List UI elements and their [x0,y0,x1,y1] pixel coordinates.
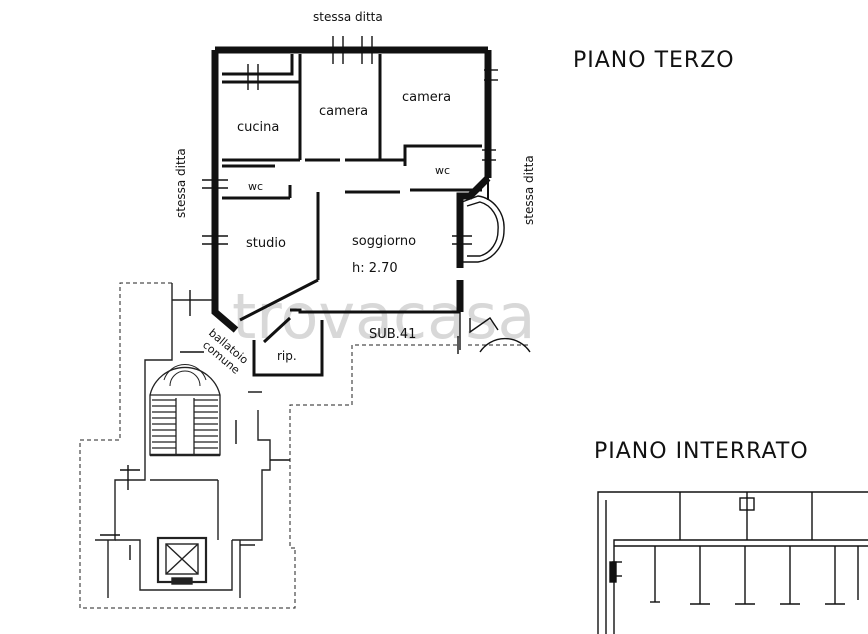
room-label-wc-2: wc [435,164,450,177]
unit-label: SUB.41 [369,327,416,342]
room-label-rip: rip. [277,349,297,363]
apartment-inner-walls [222,54,482,377]
ceiling-height: h: 2.70 [352,261,398,276]
common-area-walls [95,283,271,598]
room-label-soggiorno: soggiorno [352,234,416,249]
window-openings [100,36,498,560]
watermark-text: trovacasa [232,280,535,353]
elevator [156,536,208,585]
room-label-wc-1: wc [248,180,263,193]
neighbor-label-top: stessa ditta [313,10,383,24]
title-piano-terzo: PIANO TERZO [573,48,735,73]
neighbor-label-right: stessa ditta [522,155,536,225]
basement-plan [597,491,868,634]
common-area-outline [79,282,530,609]
bay-window [461,178,505,263]
title-piano-interrato: PIANO INTERRATO [594,439,809,464]
balcony-right [459,312,531,353]
stairwell [149,364,221,457]
room-label-camera-1: camera [319,104,368,119]
room-label-camera-2: camera [402,90,451,105]
room-label-studio: studio [246,236,286,251]
room-label-cucina: cucina [237,120,279,135]
neighbor-label-left: stessa ditta [174,148,188,218]
